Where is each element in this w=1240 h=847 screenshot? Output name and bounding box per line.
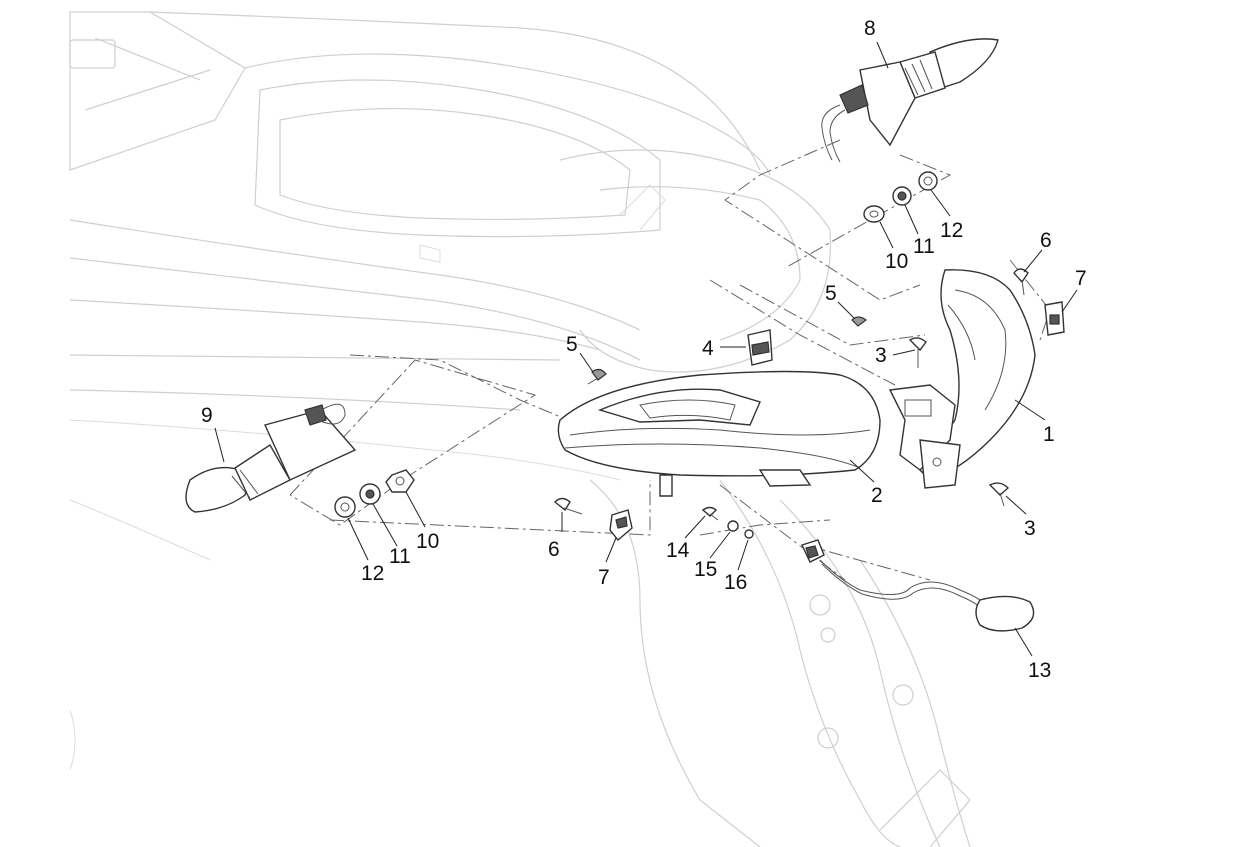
callout-7-left: 7: [598, 566, 610, 589]
turn-signal-left: [185, 403, 357, 513]
callout-8: 8: [864, 17, 876, 40]
assembly-axis-lines: [289, 139, 1051, 581]
callout-13: 13: [1028, 659, 1051, 682]
callout-15: 15: [694, 558, 717, 581]
fasteners-lower-center: [553, 497, 633, 542]
callout-labels: 8 1 2 3 3 4 5 5 6 6 7 7 9 10 10 11 11 12…: [201, 17, 1087, 682]
callout-12-upper: 12: [940, 219, 963, 242]
callout-6-left: 6: [548, 538, 560, 561]
tail-light-bracket: [888, 269, 1036, 489]
callout-5-right: 5: [825, 282, 837, 305]
callout-11-lower: 11: [389, 545, 411, 568]
hardware-upper: [863, 171, 938, 223]
callout-2: 2: [871, 484, 883, 507]
callout-9: 9: [201, 404, 213, 427]
callout-10-lower: 10: [416, 530, 439, 553]
license-plate-light: [801, 539, 1035, 632]
screw-left: [587, 368, 607, 385]
callout-1: 1: [1043, 423, 1055, 446]
callout-3-upper: 3: [875, 344, 887, 367]
tail-light-housing: [557, 370, 881, 497]
callout-6-right: 6: [1040, 229, 1052, 252]
callout-10-upper: 10: [885, 250, 908, 273]
callout-16: 16: [724, 571, 747, 594]
callout-7-right: 7: [1075, 267, 1087, 290]
leader-lines: [214, 41, 1078, 657]
callout-5-left: 5: [566, 333, 578, 356]
small-fasteners: [701, 506, 754, 539]
hardware-lower: [334, 469, 415, 518]
callout-4: 4: [702, 337, 714, 360]
callout-12-lower: 12: [361, 562, 384, 585]
turn-signal-upper-right: [821, 38, 999, 163]
callout-3-lower: 3: [1024, 517, 1036, 540]
fasteners-right: [851, 268, 1065, 507]
callout-14: 14: [666, 539, 690, 562]
callout-11-upper: 11: [913, 235, 935, 258]
clip-center: [747, 329, 773, 366]
